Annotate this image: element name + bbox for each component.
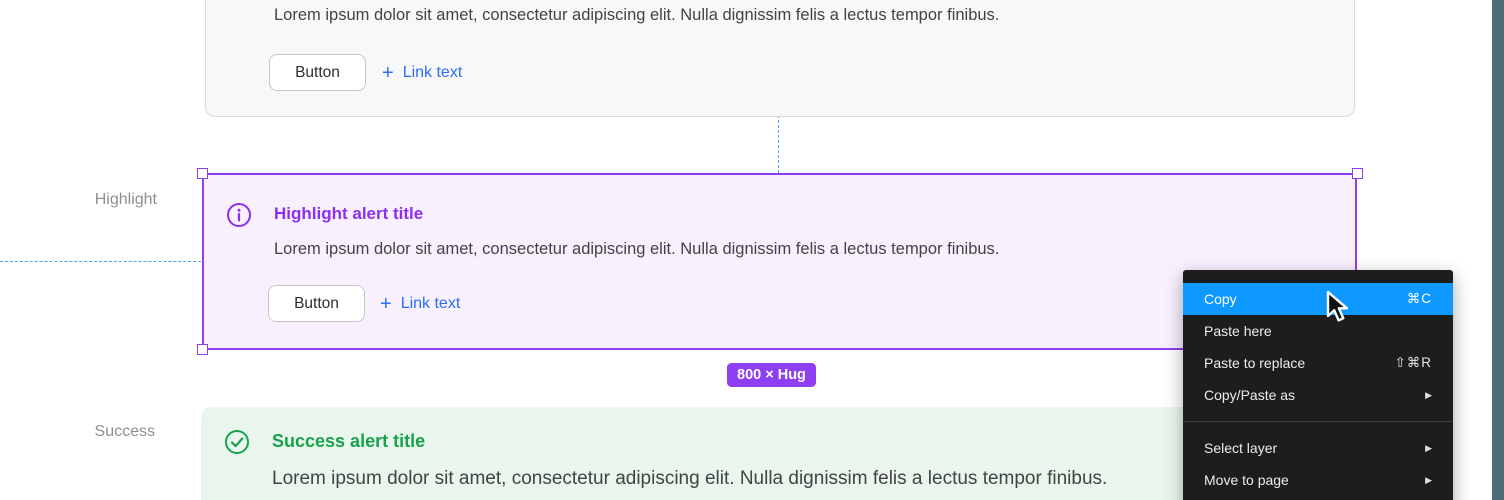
menu-item-label: Paste here	[1204, 323, 1272, 339]
submenu-arrow-icon: ▶	[1425, 442, 1432, 453]
menu-item-copy[interactable]: Copy ⌘C	[1183, 283, 1453, 315]
highlight-alert-card[interactable]: Highlight alert title Lorem ipsum dolor …	[202, 173, 1357, 350]
menu-item-label: Copy/Paste as	[1204, 387, 1296, 403]
info-icon	[227, 203, 251, 227]
menu-separator	[1183, 421, 1453, 422]
mouse-cursor-icon	[1326, 291, 1349, 322]
menu-item-copy-paste-as[interactable]: Copy/Paste as ▶	[1183, 379, 1453, 411]
plus-icon: +	[382, 61, 394, 84]
alert-link-label: Link text	[402, 63, 463, 81]
alert-button-label: Button	[294, 294, 339, 312]
check-circle-icon	[225, 430, 249, 454]
row-label-highlight: Highlight	[94, 191, 157, 208]
menu-item-label: Move to page	[1204, 472, 1289, 488]
menu-item-move-to-page[interactable]: Move to page ▶	[1183, 464, 1453, 496]
selection-handle-bottom-left[interactable]	[196, 343, 208, 355]
submenu-arrow-icon: ▶	[1425, 474, 1432, 485]
menu-item-select-layer[interactable]: Select layer ▶	[1183, 432, 1453, 464]
success-alert-body: Lorem ipsum dolor sit amet, consectetur …	[272, 468, 1108, 489]
row-label-success: Success	[94, 423, 155, 440]
alert-link[interactable]: + Link text	[380, 285, 460, 322]
success-alert-title: Success alert title	[272, 431, 426, 451]
highlight-alert-body: Lorem ipsum dolor sit amet, consectetur …	[274, 240, 1000, 258]
alert-link-label: Link text	[400, 294, 461, 312]
alert-link[interactable]: + Link text	[382, 54, 462, 91]
alert-button-label: Button	[295, 63, 340, 81]
menu-item-label: Paste to replace	[1204, 355, 1306, 371]
submenu-arrow-icon: ▶	[1425, 389, 1432, 400]
menu-item-shortcut: ⇧⌘R	[1394, 355, 1432, 370]
info-alert-card[interactable]: Lorem ipsum dolor sit amet, consectetur …	[205, 0, 1355, 117]
highlight-alert-title: Highlight alert title	[274, 204, 424, 223]
size-badge: 800 × Hug	[727, 363, 816, 387]
context-menu: Copy ⌘C Paste here Paste to replace ⇧⌘R …	[1183, 270, 1453, 500]
plus-icon: +	[380, 292, 392, 315]
horizontal-guide-line	[0, 261, 201, 262]
alert-body-text: Lorem ipsum dolor sit amet, consectetur …	[274, 6, 1000, 24]
selection-handle-top-right[interactable]	[1351, 167, 1363, 179]
success-alert-card[interactable]: Success alert title Lorem ipsum dolor si…	[201, 407, 1357, 500]
menu-item-shortcut: ⌘C	[1406, 291, 1432, 306]
alert-button[interactable]: Button	[269, 54, 366, 91]
alert-button[interactable]: Button	[268, 285, 365, 322]
selection-handle-top-left[interactable]	[196, 167, 208, 179]
menu-item-paste-to-replace[interactable]: Paste to replace ⇧⌘R	[1183, 347, 1453, 379]
menu-item-label: Copy	[1204, 291, 1237, 307]
right-panel-edge	[1492, 0, 1504, 500]
menu-item-paste-here[interactable]: Paste here	[1183, 315, 1453, 347]
menu-item-label: Select layer	[1204, 440, 1278, 456]
